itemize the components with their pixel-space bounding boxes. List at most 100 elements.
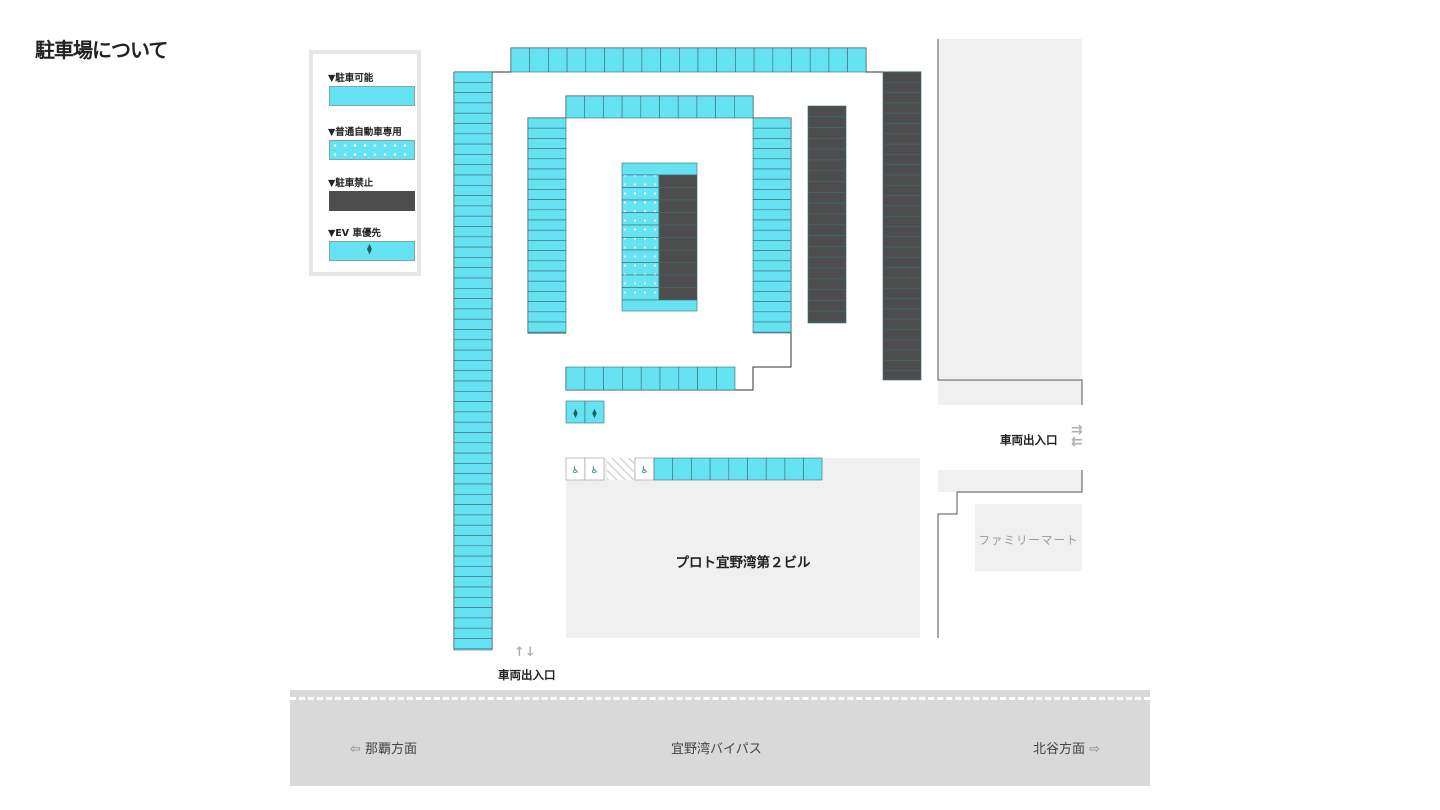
no-parking-stall — [882, 112, 922, 124]
parking-stall — [453, 185, 493, 196]
parking-stall — [453, 318, 493, 330]
parking-stall — [735, 47, 755, 73]
parking-stall — [453, 92, 493, 104]
parking-stall — [453, 524, 493, 536]
parking-stall — [453, 154, 493, 165]
parking-stall — [453, 246, 493, 258]
parking-stall — [527, 250, 567, 262]
parking-stall — [715, 95, 735, 119]
parking-stall — [453, 576, 493, 588]
no-parking-stall — [807, 310, 847, 323]
parking-stall — [765, 457, 786, 481]
no-parking-stall — [807, 192, 847, 204]
legend-available-swatch — [329, 86, 415, 106]
parking-stall — [453, 596, 493, 608]
no-parking-stall — [882, 236, 922, 248]
parking-stall — [453, 143, 493, 155]
parking-stall — [453, 267, 493, 279]
parking-stall — [453, 504, 493, 516]
parking-stall — [453, 648, 493, 651]
no-parking-stall — [658, 212, 698, 226]
parking-stall — [603, 95, 623, 119]
no-parking-stall — [882, 185, 922, 196]
parking-stall — [453, 82, 493, 93]
legend-compact-label: ▼普通自動車専用 — [328, 127, 402, 138]
parking-stall — [527, 260, 567, 272]
parking-stall — [453, 287, 493, 299]
no-parking-stall — [807, 278, 847, 290]
parking-stall — [752, 280, 792, 292]
page-title: 駐車場について — [35, 38, 168, 62]
parking-stall — [752, 158, 792, 170]
convenience-store: ファミリーマート — [975, 504, 1082, 571]
wheelchair-icon: ♿ — [571, 466, 579, 476]
no-parking-stall — [807, 105, 847, 118]
no-parking-stall — [807, 138, 847, 150]
parking-stall — [453, 215, 493, 227]
parking-stall — [453, 535, 493, 547]
parking-stall — [453, 617, 493, 629]
parking-stall — [453, 380, 493, 392]
no-parking-stall — [658, 174, 698, 188]
parking-stall — [604, 47, 624, 73]
parking-stall — [847, 47, 867, 73]
no-parking-stall — [882, 370, 922, 381]
parking-stall — [453, 627, 493, 639]
direction-right: 北谷方面 ⇨ — [1033, 738, 1100, 757]
parking-stall — [529, 47, 549, 73]
parking-stall — [453, 133, 493, 145]
parking-stall — [453, 360, 493, 371]
parking-stall — [453, 586, 493, 598]
parking-stall — [791, 47, 811, 73]
parking-stall — [453, 473, 493, 485]
parking-stall — [672, 457, 692, 481]
legend-no-parking-label: ▼駐車禁止 — [328, 178, 374, 189]
compact-stall — [621, 187, 660, 201]
compact-stall — [621, 174, 660, 188]
no-parking-stall — [882, 215, 922, 227]
no-parking-stall — [807, 246, 847, 258]
parking-stall — [752, 138, 792, 149]
road-lane-marking — [290, 697, 1150, 700]
parking-stall — [453, 545, 493, 557]
parking-stall — [752, 250, 792, 262]
wheelchair-icon: ♿ — [640, 466, 648, 476]
no-parking-stall — [882, 298, 922, 310]
parking-stall — [752, 127, 792, 139]
parking-stall — [641, 47, 661, 73]
parking-stall — [584, 366, 604, 391]
legend-ev-label: ▼EV 車優先 — [328, 228, 381, 239]
no-parking-stall — [882, 349, 922, 361]
parking-stall — [453, 236, 493, 248]
parking-stall — [566, 47, 587, 73]
parking-stall — [453, 463, 493, 474]
parking-stall — [510, 47, 531, 73]
parking-stall — [828, 47, 848, 73]
no-parking-stall — [882, 226, 922, 238]
no-parking-stall — [807, 256, 847, 269]
compact-stall — [621, 199, 660, 213]
parking-stall — [453, 164, 493, 176]
parking-stall — [527, 189, 567, 200]
no-parking-stall — [882, 123, 922, 135]
road-name: 宜野湾バイパス — [671, 742, 762, 757]
parking-stall — [752, 240, 792, 251]
parking-stall — [453, 257, 493, 268]
parking-stall — [603, 366, 623, 391]
no-parking-stall — [807, 224, 847, 236]
no-parking-stall — [882, 257, 922, 268]
parking-stall — [453, 205, 493, 217]
no-parking-stall — [882, 329, 922, 341]
parking-stall — [527, 311, 567, 323]
adjacent-lot-bottom — [938, 470, 1082, 492]
compact-stall — [621, 212, 660, 226]
ev-plug-icon: ⧫ — [573, 408, 578, 419]
parking-stall — [453, 566, 493, 578]
parking-stall — [752, 117, 792, 129]
ev-stall — [584, 400, 605, 424]
parking-stall — [678, 366, 698, 391]
no-parking-stall — [658, 199, 698, 213]
parking-stall — [753, 47, 774, 73]
parking-stall — [621, 162, 698, 176]
